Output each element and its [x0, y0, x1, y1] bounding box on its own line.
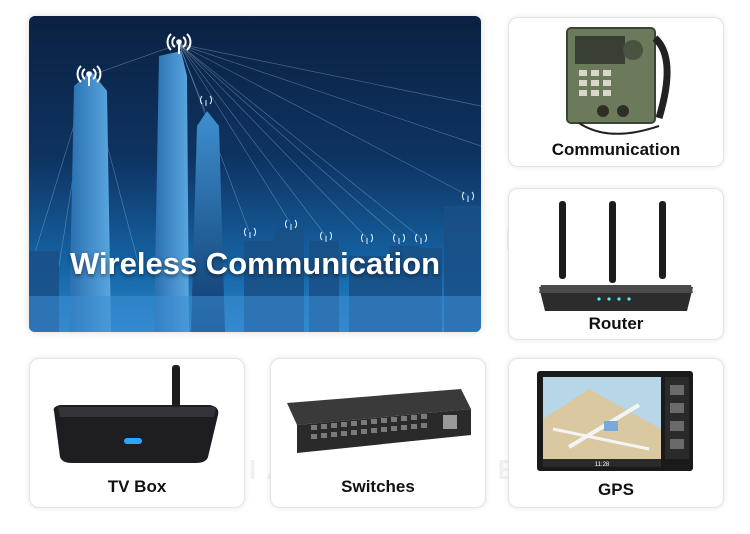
card-switches-label: Switches — [341, 477, 415, 496]
card-communication-label: Communication — [551, 140, 681, 159]
router-image — [539, 201, 693, 311]
switch-image — [287, 389, 471, 453]
gps-device-image: 11:28 — [537, 371, 693, 471]
tower-left — [69, 71, 111, 332]
tv-box-image — [53, 365, 219, 463]
card-tv-box-label: TV Box — [107, 477, 167, 496]
card-gps: 11:28 GPS — [508, 358, 724, 508]
card-gps-label: GPS — [598, 480, 634, 499]
wireless-communication-image: Wireless Communication — [29, 16, 481, 332]
card-switches: Switches — [270, 358, 486, 508]
tower-jinmao — [191, 111, 225, 332]
card-router-label: Router — [588, 314, 644, 333]
card-communication: Communication — [508, 17, 724, 167]
tower-center — [154, 51, 189, 332]
military-radio-image — [566, 27, 671, 135]
antenna-icons — [76, 33, 192, 86]
card-tv-box: TV Box — [29, 358, 245, 508]
gps-screen-time: 11:28 — [595, 462, 610, 468]
hero-title: Wireless Communication — [69, 246, 441, 281]
small-antenna-icons — [200, 95, 474, 244]
city-skyline-illustration — [29, 33, 481, 332]
card-router: Router — [508, 188, 724, 340]
